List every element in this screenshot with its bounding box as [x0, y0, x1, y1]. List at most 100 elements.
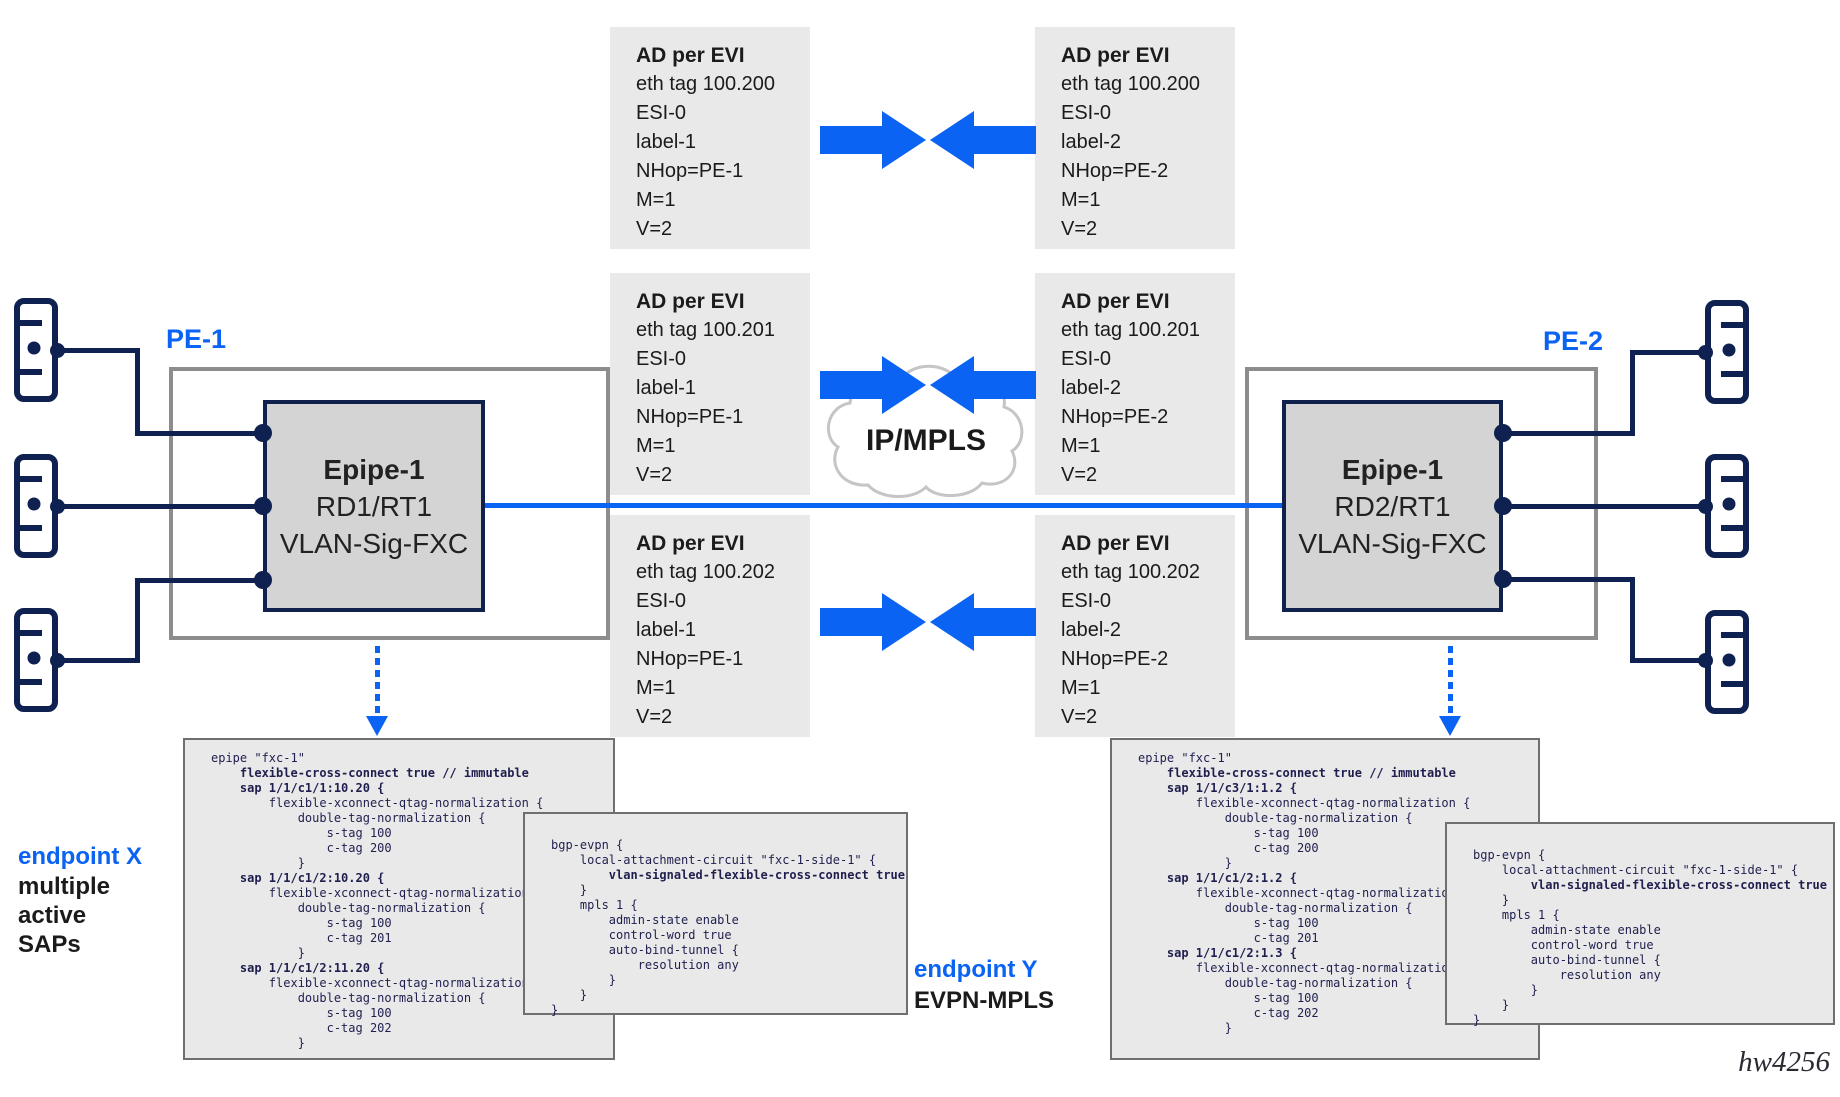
text-line: NHop=PE-1	[636, 648, 744, 670]
text-line: sap 1/1/c1/2:1.3 {	[1138, 946, 1297, 960]
config-pointer-arrow	[1448, 646, 1453, 716]
sap-node-dot	[1494, 424, 1512, 442]
text-line: }	[1473, 998, 1510, 1012]
text-line: double-tag-normalization {	[211, 811, 486, 825]
text-line: label-2	[1061, 619, 1122, 641]
text-line: }	[551, 988, 588, 1002]
text-line: admin-state enable	[1473, 923, 1661, 937]
text-line: c-tag 202	[1138, 1006, 1319, 1020]
text-line: ESI-0	[1061, 102, 1112, 124]
text-line: c-tag 202	[211, 1021, 392, 1035]
evpn-service-link	[485, 503, 1282, 508]
text-line: NHop=PE-2	[1061, 406, 1169, 428]
epipe-mode: VLAN-Sig-FXC	[1298, 527, 1487, 559]
text-line: s-tag 100	[1138, 826, 1319, 840]
text-line: label-2	[1061, 131, 1122, 153]
text-line: auto-bind-tunnel {	[1473, 953, 1661, 967]
text-line: eth tag 100.200	[1061, 73, 1201, 95]
route-arrow-right-icon	[820, 126, 882, 154]
sap-node-dot	[1494, 570, 1512, 588]
text-line: resolution any	[1473, 968, 1661, 982]
route-arrow-left-icon	[930, 111, 974, 169]
text-line: V=2	[636, 464, 673, 486]
text-line: vlan-signaled-flexible-cross-connect tru…	[1473, 878, 1828, 892]
text-line: }	[1473, 893, 1510, 907]
route-arrow-right-icon	[882, 356, 926, 414]
route-arrow-right-icon	[882, 593, 926, 651]
ce-port-dot	[50, 653, 65, 668]
text-line: c-tag 200	[1138, 841, 1319, 855]
route-arrow-left-icon	[930, 356, 974, 414]
text-line: }	[1138, 1021, 1232, 1035]
sap-wire	[140, 431, 263, 436]
text-line: NHop=PE-1	[636, 406, 744, 428]
text-line: ESI-0	[636, 348, 687, 370]
sap-wire	[1630, 658, 1707, 663]
text-line: active	[18, 902, 87, 929]
text-line: mpls 1 {	[551, 898, 638, 912]
text-line: NHop=PE-2	[1061, 160, 1169, 182]
sap-node-dot	[254, 424, 272, 442]
text-line: resolution any	[551, 958, 739, 972]
route-arrow-left-icon	[930, 593, 974, 651]
epipe-mode: VLAN-Sig-FXC	[279, 527, 469, 559]
endpoint-y-title: endpoint Y	[914, 956, 1038, 983]
text-line: label-1	[636, 131, 697, 153]
route-arrow-right-icon	[882, 111, 926, 169]
text-line: ESI-0	[636, 590, 687, 612]
text-line: }	[1473, 983, 1539, 997]
sap-wire	[55, 504, 263, 509]
text-line: label-1	[636, 619, 697, 641]
text-line: eth tag 100.200	[636, 73, 776, 95]
route-arrow-left-icon	[974, 371, 1036, 399]
pe2-epipe-service-box: Epipe-1 RD2/RT1 VLAN-Sig-FXC	[1282, 400, 1503, 612]
text-line: local-attachment-circuit "fxc-1-side-1" …	[551, 853, 877, 867]
sap-node-dot	[1494, 497, 1512, 515]
text-line: control-word true	[551, 928, 732, 942]
route-arrow-left-icon	[974, 608, 1036, 636]
text-line: }	[211, 856, 305, 870]
text-line: label-2	[1061, 377, 1122, 399]
sap-wire	[1503, 431, 1635, 436]
text-line: }	[1473, 1013, 1481, 1027]
ad-route-title: AD per EVI	[636, 290, 745, 313]
text-line: SAPs	[18, 931, 81, 958]
sap-node-dot	[254, 497, 272, 515]
text-line: NHop=PE-2	[1061, 648, 1169, 670]
text-line: eth tag 100.202	[636, 561, 776, 583]
text-line: }	[551, 973, 617, 987]
epipe-title: Epipe-1	[323, 453, 425, 485]
text-line: V=2	[1061, 464, 1098, 486]
pe1-bgp-evpn-config-box: bgp-evpn { local-attachment-circuit "fxc…	[523, 812, 908, 1017]
text-line: }	[551, 883, 588, 897]
text-line: M=1	[636, 677, 676, 699]
text-line: c-tag 201	[211, 931, 392, 945]
text-line: double-tag-normalization {	[1138, 976, 1413, 990]
route-arrow-right-icon	[820, 371, 882, 399]
text-line: ESI-0	[636, 102, 687, 124]
ce-port-dot	[50, 343, 65, 358]
text-line: s-tag 100	[211, 826, 392, 840]
ad-route-title: AD per EVI	[1061, 290, 1170, 313]
endpoint-y-annotation: endpoint Y EVPN-MPLS	[914, 954, 1054, 1016]
text-line: mpls 1 {	[1473, 908, 1560, 922]
ce-port-dot	[50, 499, 65, 514]
ad-route-title: AD per EVI	[1061, 44, 1170, 67]
pe2-bgp-evpn-config-box: bgp-evpn { local-attachment-circuit "fxc…	[1445, 822, 1835, 1027]
text-line: NHop=PE-1	[636, 160, 744, 182]
epipe-title: Epipe-1	[1341, 453, 1444, 485]
text-line: M=1	[1061, 677, 1101, 699]
text-line: c-tag 201	[1138, 931, 1319, 945]
text-line: double-tag-normalization {	[1138, 901, 1413, 915]
ce-device-icon	[14, 608, 58, 712]
text-line: }	[211, 1036, 305, 1050]
